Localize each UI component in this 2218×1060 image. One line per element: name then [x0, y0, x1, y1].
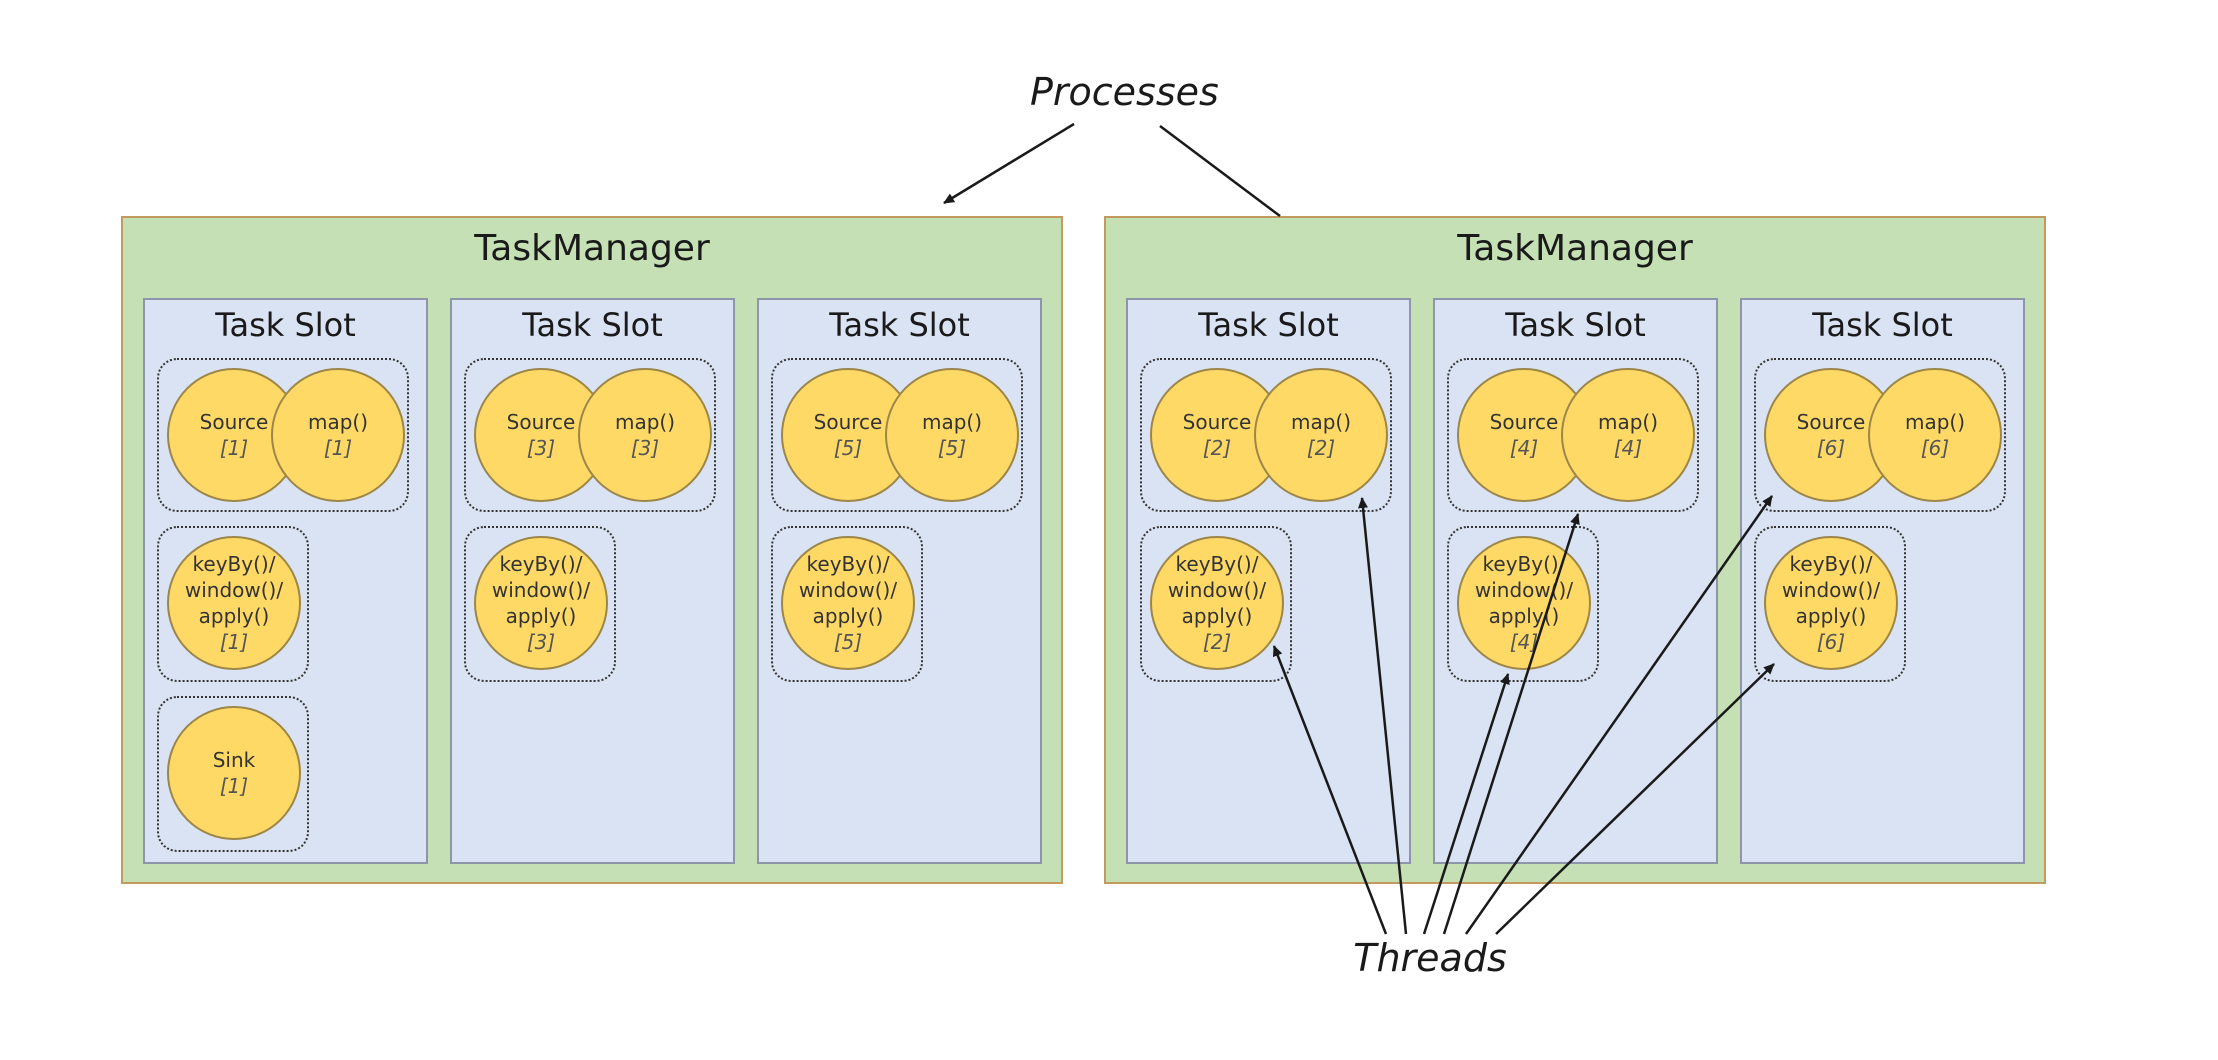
- operator-index: [1]: [219, 436, 249, 460]
- map-operator: map() [2]: [1254, 368, 1388, 502]
- operator-name: Source: [506, 410, 576, 434]
- window-group: keyBy()/ window()/ apply() [3]: [464, 526, 616, 682]
- operator-index: [3]: [526, 436, 556, 460]
- operator-index: [5]: [833, 630, 863, 654]
- task-slot-2-3: Task Slot Source [6] map() [6] keyBy()/ …: [1740, 298, 2025, 864]
- sink-operator: Sink [1]: [167, 706, 301, 840]
- task-slot-1-2: Task Slot Source [3] map() [3] keyBy()/ …: [450, 298, 735, 864]
- operator-index: [4]: [1613, 436, 1643, 460]
- map-operator: map() [5]: [885, 368, 1019, 502]
- window-group: keyBy()/ window()/ apply() [1]: [157, 526, 309, 682]
- operator-index: [5]: [833, 436, 863, 460]
- source-map-chain: Source [5] map() [5]: [771, 358, 1023, 512]
- operator-name: Source: [813, 410, 883, 434]
- operator-name: Source: [1796, 410, 1866, 434]
- window-group: keyBy()/ window()/ apply() [6]: [1754, 526, 1906, 682]
- task-slot-2-2: Task Slot Source [4] map() [4] keyBy()/ …: [1433, 298, 1718, 864]
- window-operator: keyBy()/ window()/ apply() [4]: [1457, 536, 1591, 670]
- operator-index: [3]: [526, 630, 556, 654]
- source-map-chain: Source [6] map() [6]: [1754, 358, 2006, 512]
- task-slot-2-1: Task Slot Source [2] map() [2] keyBy()/ …: [1126, 298, 1411, 864]
- operator-name: map(): [1597, 410, 1659, 434]
- taskmanager-title: TaskManager: [474, 228, 710, 269]
- taskmanager-title: TaskManager: [1457, 228, 1693, 269]
- operator-index: [1]: [219, 630, 249, 654]
- operator-index: [1]: [323, 436, 353, 460]
- operator-index: [6]: [1816, 630, 1846, 654]
- operator-index: [6]: [1920, 436, 1950, 460]
- window-operator: keyBy()/ window()/ apply() [2]: [1150, 536, 1284, 670]
- operator-name: keyBy()/ window()/ apply(): [184, 552, 284, 628]
- operator-index: [3]: [630, 436, 660, 460]
- map-operator: map() [6]: [1868, 368, 2002, 502]
- map-operator: map() [3]: [578, 368, 712, 502]
- operator-index: [2]: [1202, 436, 1232, 460]
- window-operator: keyBy()/ window()/ apply() [1]: [167, 536, 301, 670]
- operator-name: Source: [1489, 410, 1559, 434]
- threads-label: Threads: [1353, 936, 1507, 980]
- source-map-chain: Source [1] map() [1]: [157, 358, 409, 512]
- process-arrow-left: [943, 122, 1075, 205]
- operator-name: map(): [1904, 410, 1966, 434]
- task-slot-title: Task Slot: [1505, 306, 1646, 344]
- processes-label: Processes: [1030, 70, 1219, 114]
- process-arrow-right: [1159, 125, 1281, 217]
- taskmanager-1: TaskManager Task Slot Source [1] map() […: [121, 216, 1063, 884]
- operator-name: keyBy()/ window()/ apply(): [1781, 552, 1881, 628]
- operator-name: keyBy()/ window()/ apply(): [1474, 552, 1574, 628]
- task-slot-title: Task Slot: [1198, 306, 1339, 344]
- operator-name: keyBy()/ window()/ apply(): [1167, 552, 1267, 628]
- window-operator: keyBy()/ window()/ apply() [3]: [474, 536, 608, 670]
- task-slot-title: Task Slot: [829, 306, 970, 344]
- window-group: keyBy()/ window()/ apply() [2]: [1140, 526, 1292, 682]
- window-group: keyBy()/ window()/ apply() [4]: [1447, 526, 1599, 682]
- operator-name: Source: [1182, 410, 1252, 434]
- map-operator: map() [1]: [271, 368, 405, 502]
- operator-name: map(): [307, 410, 369, 434]
- source-map-chain: Source [2] map() [2]: [1140, 358, 1392, 512]
- task-slot-title: Task Slot: [522, 306, 663, 344]
- window-operator: keyBy()/ window()/ apply() [5]: [781, 536, 915, 670]
- source-map-chain: Source [3] map() [3]: [464, 358, 716, 512]
- operator-index: [2]: [1306, 436, 1336, 460]
- operator-name: keyBy()/ window()/ apply(): [491, 552, 591, 628]
- operator-name: map(): [1290, 410, 1352, 434]
- operator-index: [4]: [1509, 436, 1539, 460]
- operator-name: map(): [614, 410, 676, 434]
- window-group: keyBy()/ window()/ apply() [5]: [771, 526, 923, 682]
- operator-index: [6]: [1816, 436, 1846, 460]
- operator-index: [5]: [937, 436, 967, 460]
- task-slot-1-1: Task Slot Source [1] map() [1] keyBy()/ …: [143, 298, 428, 864]
- operator-name: Sink: [212, 748, 256, 772]
- operator-index: [2]: [1202, 630, 1232, 654]
- window-operator: keyBy()/ window()/ apply() [6]: [1764, 536, 1898, 670]
- operator-name: keyBy()/ window()/ apply(): [798, 552, 898, 628]
- task-slot-title: Task Slot: [1812, 306, 1953, 344]
- map-operator: map() [4]: [1561, 368, 1695, 502]
- source-map-chain: Source [4] map() [4]: [1447, 358, 1699, 512]
- sink-group: Sink [1]: [157, 696, 309, 852]
- operator-name: map(): [921, 410, 983, 434]
- taskmanager-2: TaskManager Task Slot Source [2] map() […: [1104, 216, 2046, 884]
- operator-name: Source: [199, 410, 269, 434]
- task-slot-1-3: Task Slot Source [5] map() [5] keyBy()/ …: [757, 298, 1042, 864]
- operator-index: [1]: [219, 774, 249, 798]
- operator-index: [4]: [1509, 630, 1539, 654]
- task-slot-title: Task Slot: [215, 306, 356, 344]
